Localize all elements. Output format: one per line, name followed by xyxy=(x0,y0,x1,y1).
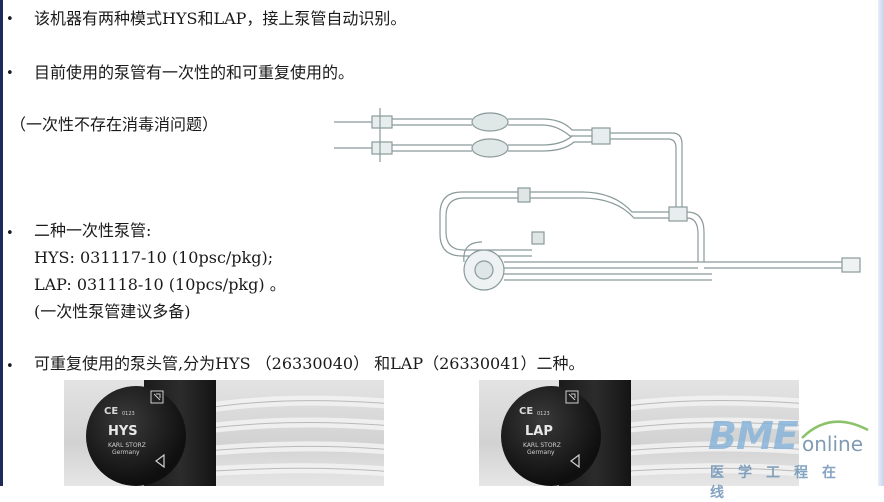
bullet-3-lap: LAP: 031118-10 (10pcs/pkg) 。 xyxy=(34,275,286,294)
ce-mark-right: CE xyxy=(519,406,534,417)
watermark-subtitle: 医学工程在线 xyxy=(710,465,850,501)
pump-head-dial-left: CE 0123 HYS KARL STORZ Germany xyxy=(86,386,186,486)
ce-number-right: 0123 xyxy=(537,411,550,417)
maker-left: KARL STORZ xyxy=(108,442,146,449)
bullet-3-glyph: • xyxy=(6,226,14,241)
bullet-3-note: (一次性泵管建议多备) xyxy=(34,302,191,321)
bullet-4-text: 可重复使用的泵头管,分为HYS （26330040） 和LAP（26330041… xyxy=(34,354,585,373)
country-right: Germany xyxy=(527,449,555,456)
country-left: Germany xyxy=(112,449,140,456)
tube-bundle-right xyxy=(609,395,799,477)
slide-right-edge xyxy=(878,0,884,486)
bullet-2-glyph: • xyxy=(6,66,14,81)
pump-head-dial-right: CE 0123 LAP KARL STORZ Germany xyxy=(501,386,601,486)
watermark-suffix: online xyxy=(802,432,864,456)
watermark-brand: BME xyxy=(708,414,799,458)
arrow-left-icon-right xyxy=(570,454,580,468)
maker-right: KARL STORZ xyxy=(523,442,561,449)
manual-icon-left xyxy=(150,390,164,404)
disposable-note: （一次性不存在消毒消问题） xyxy=(10,115,219,134)
pump-label-hys: HYS xyxy=(108,424,138,439)
reusable-pump-tube-photo-hys: CE 0123 HYS KARL STORZ Germany xyxy=(64,380,384,486)
tube-bundle-left xyxy=(194,395,384,477)
bullet-3-title: 二种一次性泵管: xyxy=(34,221,152,240)
slide-left-edge xyxy=(0,0,3,486)
bullet-1-glyph: • xyxy=(6,12,14,27)
bullet-2-text: 目前使用的泵管有一次性的和可重复使用的。 xyxy=(34,63,355,82)
ce-mark-left: CE xyxy=(104,406,119,417)
manual-icon-right xyxy=(565,390,579,404)
arrow-left-icon-left xyxy=(155,454,165,468)
bullet-1-text: 该机器有两种模式HYS和LAP，接上泵管自动识别。 xyxy=(34,9,407,28)
bullet-3-hys: HYS: 031117-10 (10psc/pkg); xyxy=(34,248,274,267)
bullet-4-glyph: • xyxy=(6,359,14,374)
watermark-arc-icon xyxy=(801,420,869,439)
disposable-tubing-diagram xyxy=(334,108,861,291)
pump-label-lap: LAP xyxy=(525,424,553,439)
ce-number-left: 0123 xyxy=(122,411,135,417)
reusable-pump-tube-photo-lap: CE 0123 LAP KARL STORZ Germany xyxy=(479,380,799,486)
bme-online-watermark: BME online 医学工程在线 xyxy=(696,414,876,501)
